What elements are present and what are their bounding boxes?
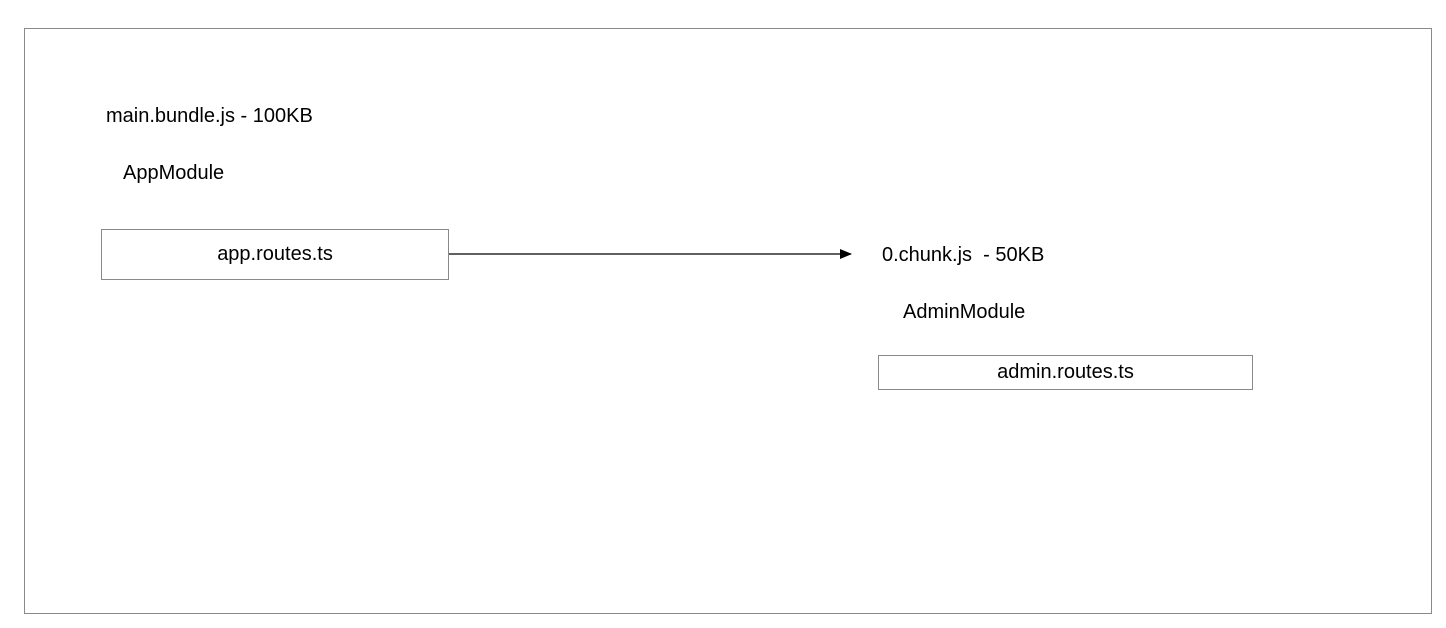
- admin-routes-label: admin.routes.ts: [997, 361, 1134, 383]
- app-routes-box: app.routes.ts: [101, 229, 449, 280]
- main-bundle-label: main.bundle.js - 100KB: [106, 105, 313, 127]
- admin-routes-box: admin.routes.ts: [878, 355, 1253, 390]
- diagram-frame: [24, 28, 1432, 614]
- app-module-label: AppModule: [123, 162, 225, 184]
- admin-module-label: AdminModule: [903, 301, 1026, 323]
- app-routes-label: app.routes.ts: [217, 243, 333, 265]
- chunk-bundle-label: 0.chunk.js - 50KB: [882, 244, 1045, 266]
